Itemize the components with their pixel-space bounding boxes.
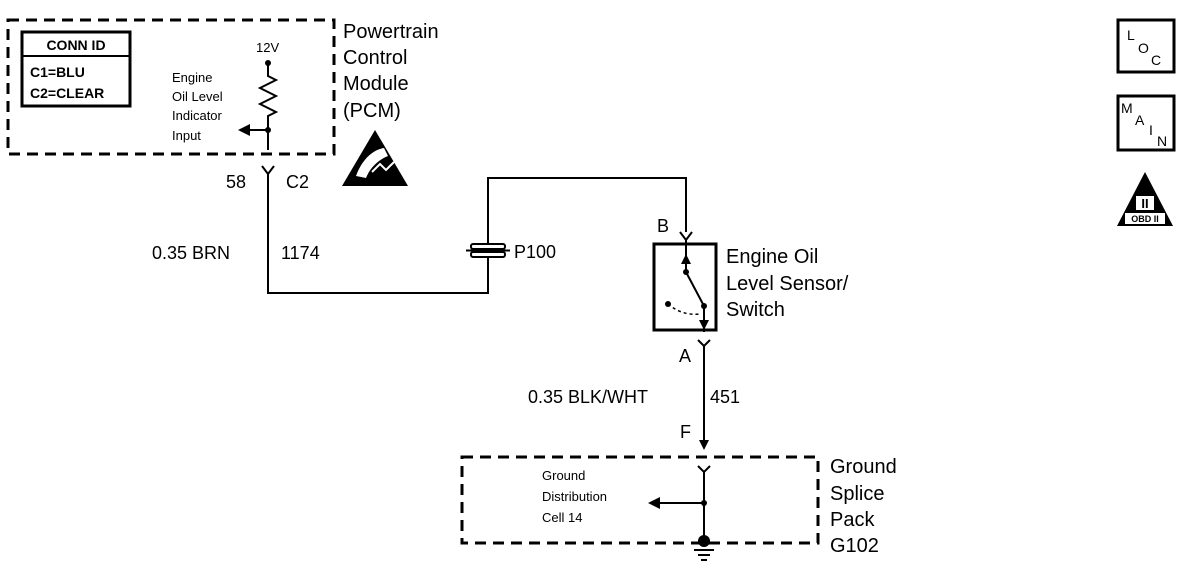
svg-text:N: N (1157, 133, 1167, 149)
ground-pin-f-terminal (697, 465, 711, 474)
p100-inline-connector (466, 243, 510, 258)
wire-1174 (267, 174, 687, 294)
input-label: Engine Oil Level Indicator Input (172, 70, 226, 143)
sensor-title: Engine Oil Level Sensor/ Switch (726, 246, 854, 321)
wire-451-gauge-color: 0.35 BLK/WHT (528, 387, 648, 407)
loc-icon: L O C (1116, 18, 1176, 74)
sensor-pin-b-label: B (657, 216, 669, 236)
sensor-pin-a-terminal (697, 339, 711, 348)
svg-text:L: L (1127, 27, 1135, 43)
oil-level-sensor: B A (652, 216, 718, 366)
pullup-resistor (257, 63, 279, 150)
wire-1174-circuit: 1174 (281, 243, 320, 263)
supply-voltage-label: 12V (256, 40, 279, 55)
svg-text:C: C (1151, 52, 1161, 68)
svg-text:O: O (1138, 40, 1149, 56)
conn-id-row-c2: C2=CLEAR (30, 85, 104, 101)
main-icon: M A I N (1116, 94, 1176, 152)
ground-splice-pack: Ground Distribution Cell 14 (460, 455, 820, 561)
wire-451-circuit: 451 (710, 387, 740, 407)
sensor-pin-b-terminal (679, 231, 693, 242)
wire-1174-gauge-color: 0.35 BRN (152, 243, 230, 263)
switch-contact (685, 271, 705, 307)
p100-label: P100 (514, 242, 556, 262)
pcm-module: CONN ID C1=BLU C2=CLEAR 12V Engine Oil L… (6, 18, 444, 192)
sensor-pin-a-label: A (679, 346, 691, 366)
pcm-title: Powertrain Control Module (PCM) (343, 21, 444, 122)
svg-text:M: M (1121, 100, 1133, 116)
pcm-boundary (6, 18, 336, 156)
ground-cell-label: Ground Distribution Cell 14 (542, 468, 611, 525)
esd-sensitive-icon (342, 130, 408, 186)
svg-text:A: A (1135, 112, 1145, 128)
conn-id-box: CONN ID C1=BLU C2=CLEAR (20, 30, 132, 108)
ground-cell-arrow-icon (648, 497, 660, 509)
pcm-pin-label: 58 (226, 172, 246, 192)
svg-text:II: II (1141, 196, 1148, 211)
pcm-connector-label: C2 (286, 172, 309, 192)
svg-text:OBD II: OBD II (1131, 214, 1159, 224)
obd-ii-icon: II OBD II (1117, 172, 1173, 226)
ground-pack-pin-label: F (680, 422, 691, 442)
conn-id-row-c1: C1=BLU (30, 64, 85, 80)
svg-text:I: I (1149, 122, 1153, 138)
ground-icon (694, 535, 714, 561)
input-arrow-icon (238, 124, 250, 136)
conn-id-header: CONN ID (46, 37, 105, 53)
ground-pack-boundary (460, 455, 820, 545)
ground-pack-title: Ground Splice Pack G102 (830, 456, 902, 557)
pin-58-terminal (261, 165, 275, 176)
